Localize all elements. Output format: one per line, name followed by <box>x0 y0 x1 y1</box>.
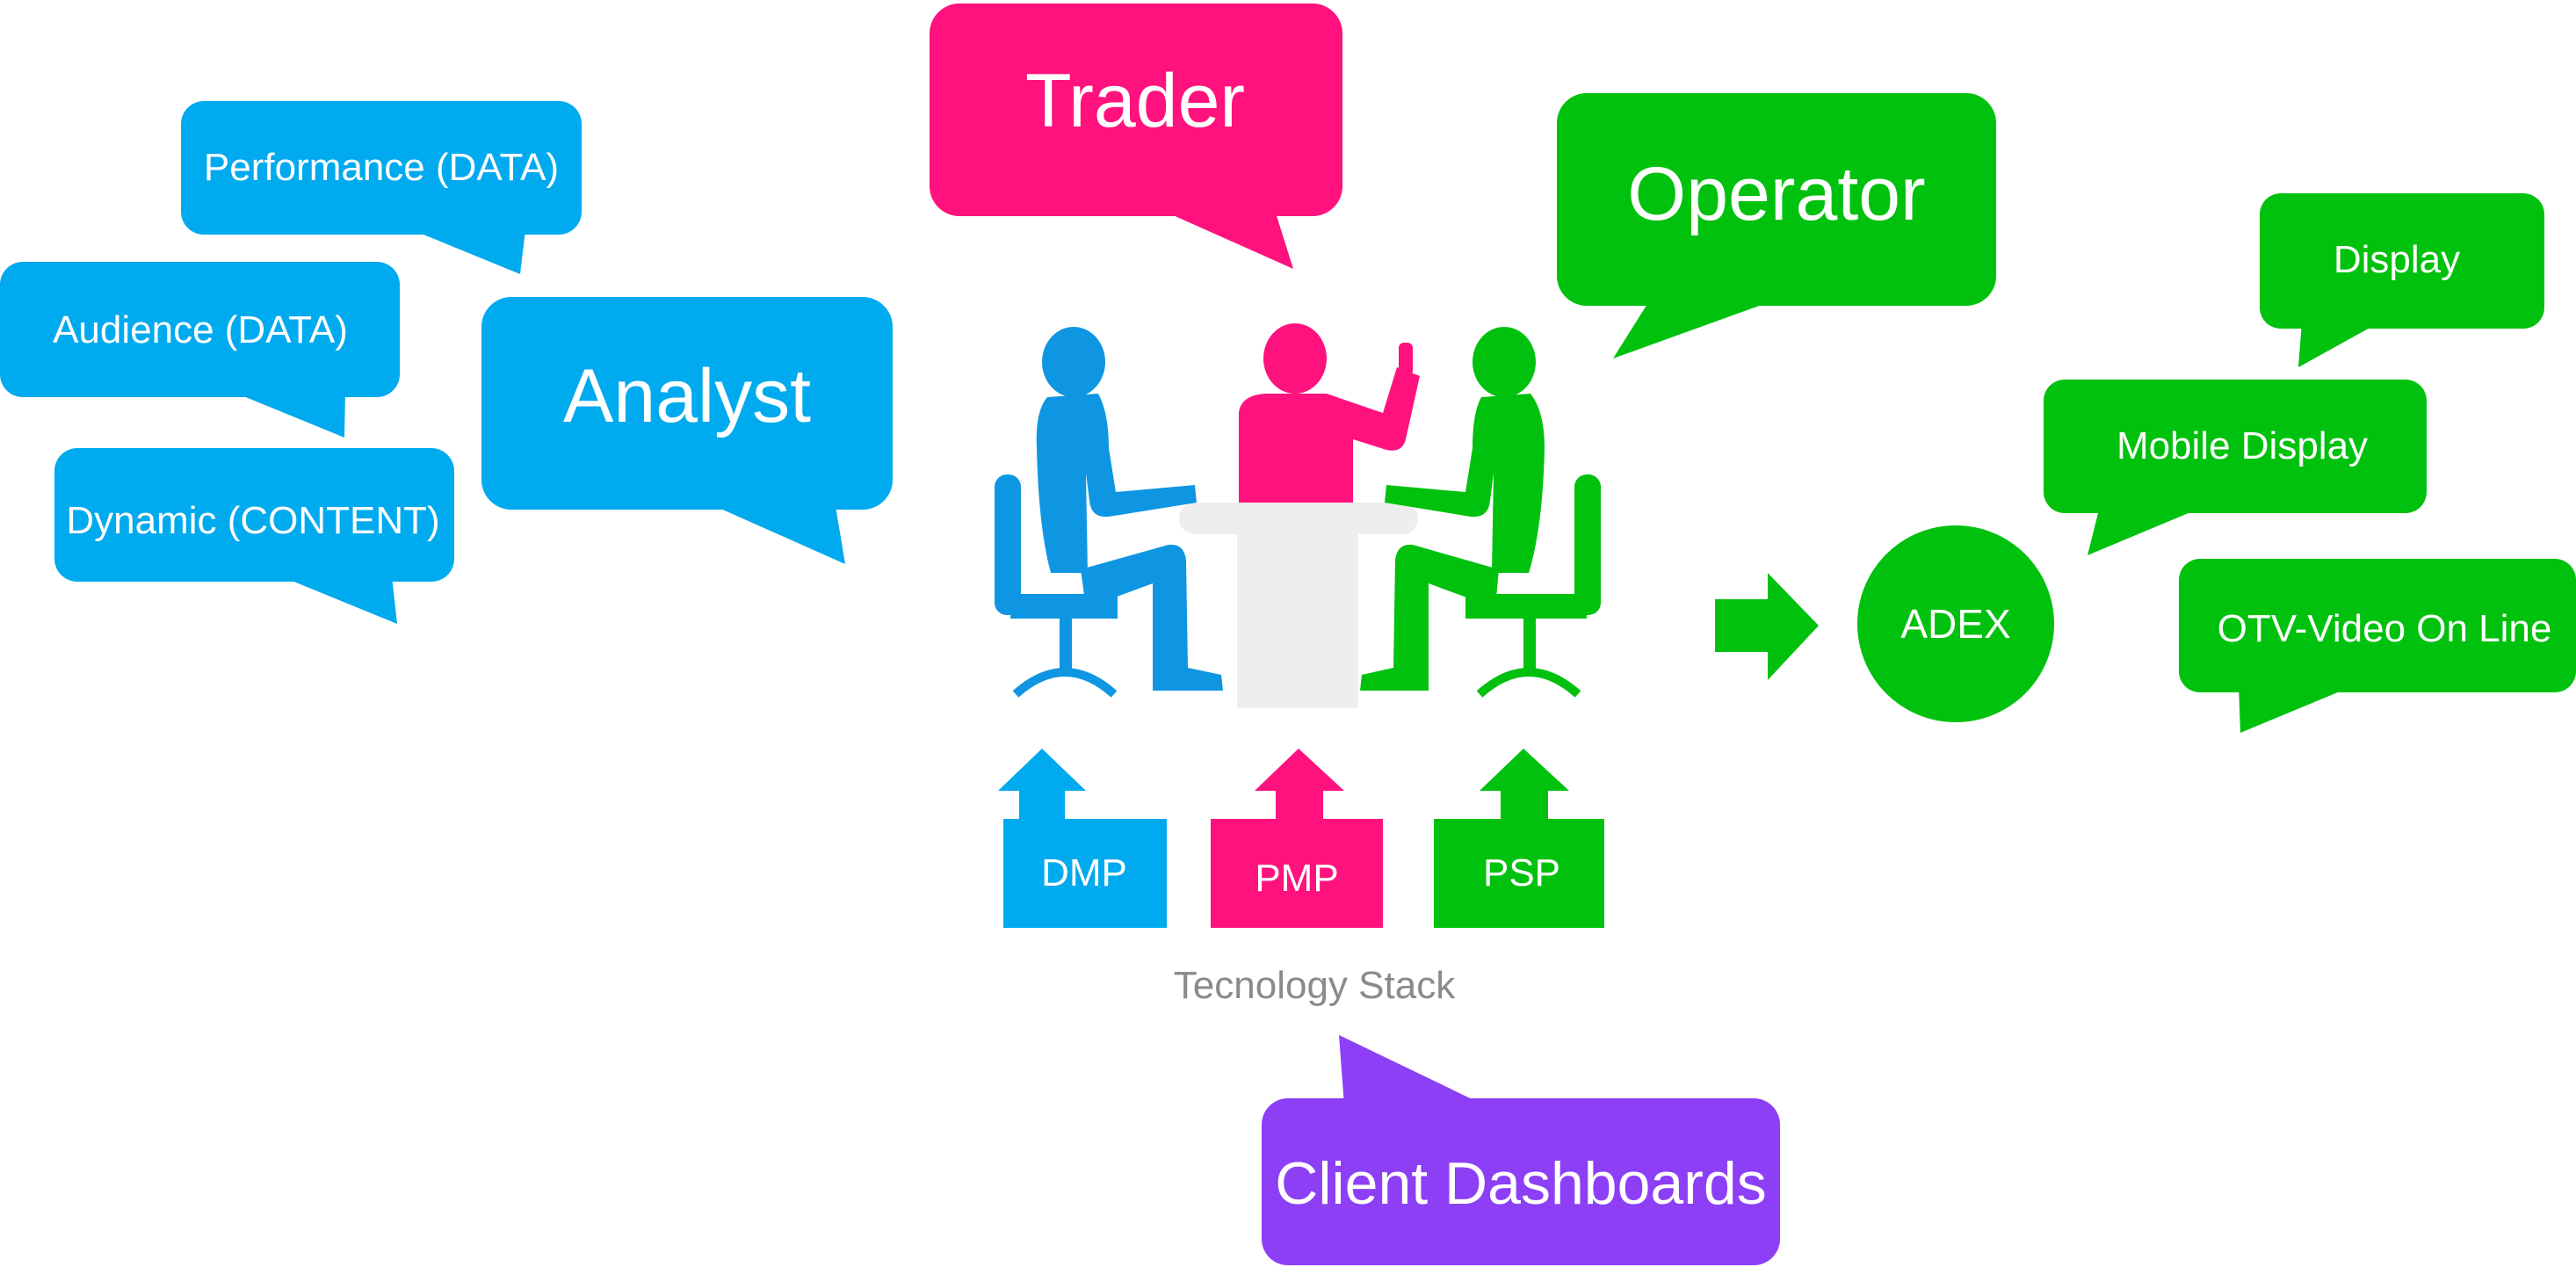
bubble-display-label: Display <box>2334 238 2460 281</box>
bubble-audience: Audience (DATA) <box>0 262 400 438</box>
bubble-analyst: Analyst <box>481 297 893 564</box>
adex-label: ADEX <box>1900 601 2010 647</box>
bubble-trader-title: Trader <box>1025 59 1245 143</box>
bubble-dynamic: Dynamic (CONTENT) <box>54 448 454 624</box>
person-left-icon <box>995 327 1223 698</box>
adex-node: ADEX <box>1857 525 2054 722</box>
stack-dmp: DMP <box>998 749 1167 928</box>
bubble-performance: Performance (DATA) <box>181 101 582 274</box>
up-arrow-icon <box>1255 749 1344 819</box>
stack-psp-label: PSP <box>1483 851 1560 894</box>
bubble-operator: Operator <box>1557 93 1996 358</box>
bubble-mobile-display-label: Mobile Display <box>2117 424 2368 467</box>
up-arrow-icon <box>998 749 1086 819</box>
person-middle-icon <box>1239 323 1420 503</box>
bubble-display: Display <box>2260 193 2544 367</box>
bubble-trader: Trader <box>930 4 1342 269</box>
bubble-performance-label: Performance (DATA) <box>204 146 559 189</box>
bubble-dynamic-label: Dynamic (CONTENT) <box>66 499 439 542</box>
table-icon <box>1179 503 1418 708</box>
stack-pmp-label: PMP <box>1255 857 1338 900</box>
right-arrow-icon <box>1715 573 1819 680</box>
stack-psp: PSP <box>1434 749 1604 928</box>
stack-pmp: PMP <box>1211 749 1383 928</box>
bubble-otv: OTV-Video On Line <box>2179 559 2576 733</box>
meeting-people-icon <box>995 323 1601 708</box>
bubble-mobile-display: Mobile Display <box>2044 380 2427 555</box>
bubble-client-dashboards: Client Dashboards <box>1262 1035 1780 1265</box>
person-right-icon <box>1360 327 1601 698</box>
stack-caption: Tecnology Stack <box>1174 964 1456 1007</box>
stack-dmp-label: DMP <box>1041 851 1127 894</box>
bubble-operator-title: Operator <box>1627 152 1925 236</box>
bubble-otv-label: OTV-Video On Line <box>2218 607 2552 650</box>
up-arrow-icon <box>1480 749 1569 819</box>
bubble-analyst-title: Analyst <box>563 354 811 438</box>
bubble-client-dashboards-title: Client Dashboards <box>1275 1150 1766 1217</box>
bubble-audience-label: Audience (DATA) <box>53 308 348 351</box>
